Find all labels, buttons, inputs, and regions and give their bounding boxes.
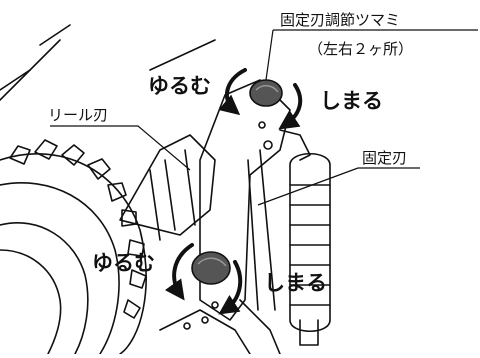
- roller-ribs: [289, 184, 331, 306]
- loosen-arrow-upper: [218, 68, 247, 116]
- tighten-label-upper: しまる: [320, 89, 383, 113]
- tire-rim: [0, 222, 89, 355]
- tire-tread: [34, 139, 58, 160]
- tighten-label-lower: しまる: [264, 271, 327, 295]
- tighten-arrow-lower: [218, 260, 243, 315]
- frame-line: [0, 69, 31, 91]
- bolt-hole: [201, 316, 209, 324]
- loosen-arrow-lower: [164, 243, 194, 301]
- frame-line: [149, 39, 216, 71]
- reel-blade-label: リール刃: [48, 106, 109, 124]
- reel-blade-leader: [50, 125, 191, 171]
- reel-blade-edge: [164, 159, 176, 231]
- tighten-arrow-upper: [278, 83, 303, 130]
- bolt-hole: [263, 140, 273, 150]
- knob-callout-leader: [265, 29, 274, 81]
- tire-inner: [0, 182, 120, 355]
- roller-shaft: [299, 319, 319, 346]
- tire-tread: [61, 144, 85, 166]
- reel-blade-edge: [149, 169, 161, 241]
- bolt-hole: [211, 301, 219, 309]
- frame-line: [39, 24, 71, 46]
- knob-count-label: （左右２ヶ所）: [308, 40, 414, 58]
- bolt-hole: [183, 322, 191, 330]
- knob-name-label: 固定刃調節ツマミ: [280, 11, 401, 29]
- loosen-label-lower: ゆるむ: [92, 251, 155, 275]
- reel-blade-edge: [184, 149, 196, 226]
- reel-blade: [119, 134, 216, 236]
- bolt-hole: [258, 121, 266, 129]
- tire-tread: [107, 182, 127, 202]
- adjust-knob-upper: [249, 79, 283, 107]
- side-plate-bottom: [239, 299, 281, 355]
- tire-tread: [129, 269, 147, 289]
- fixed-blade-label: 固定刃: [362, 149, 408, 167]
- tire-tread: [87, 158, 111, 180]
- roller: [289, 153, 331, 332]
- bottom-bracket: [159, 309, 251, 355]
- roller-bracket: [279, 129, 311, 161]
- adjust-knob-lower: [191, 251, 231, 285]
- fixed-blade-bar: [259, 149, 276, 311]
- loosen-label-upper: ゆるむ: [148, 74, 211, 98]
- tire-tread: [127, 239, 145, 257]
- tire: [0, 153, 147, 355]
- tire-tread: [123, 299, 141, 319]
- fixed-blade-bar: [247, 159, 259, 311]
- tire-tread: [9, 145, 31, 165]
- tire-hub: [0, 249, 62, 355]
- fixed-blade-leader: [257, 167, 359, 206]
